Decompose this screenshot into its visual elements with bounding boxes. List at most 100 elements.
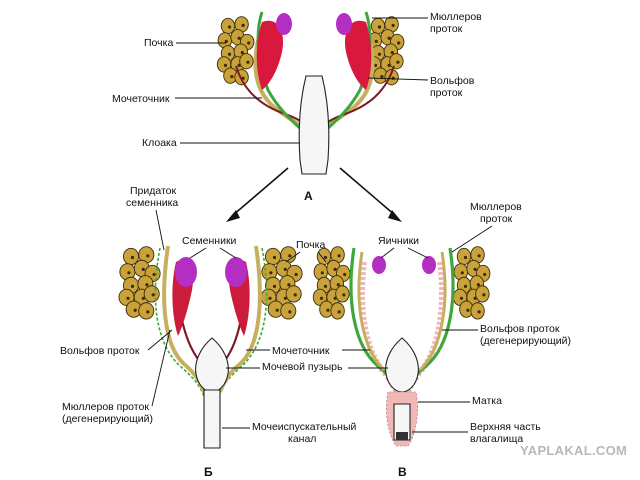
kidney-spot xyxy=(130,284,135,288)
label-epididymis-1: Придаток xyxy=(130,185,177,197)
kidney-spot xyxy=(396,60,400,64)
gonad-right-a xyxy=(344,20,372,90)
panel-label-b: Б xyxy=(204,465,213,479)
kidney-spot xyxy=(473,267,477,271)
kidney-spot xyxy=(387,36,391,40)
panel-a-diagram xyxy=(216,11,405,175)
label-cloaca: Клоака xyxy=(142,137,177,149)
label-wolffian-duct-top-2: проток xyxy=(430,87,463,99)
kidney-spot xyxy=(373,63,378,67)
kidney-left-c xyxy=(312,246,351,320)
testis-right-b xyxy=(225,257,247,287)
label-mullerian-duct-top-1: Мюллеров xyxy=(430,11,482,23)
panel-label-a: А xyxy=(304,189,313,203)
kidney-spot xyxy=(151,293,155,297)
kidney-spot xyxy=(320,271,324,275)
kidney-spot xyxy=(283,267,287,271)
label-wolffian-degen-1: Вольфов проток xyxy=(480,323,560,335)
kidney-spot xyxy=(463,255,468,260)
kidney-lobe xyxy=(239,53,254,70)
label-vagina-upper-2: влагалища xyxy=(470,433,523,445)
kidney-spot xyxy=(477,310,481,314)
label-kidney-mid: Почка xyxy=(296,239,325,251)
label-mullerian-degen-1: Мюллеров проток xyxy=(62,401,149,413)
kidney-spot xyxy=(391,23,395,27)
kidney-spot xyxy=(230,75,234,79)
kidney-spot xyxy=(127,271,131,275)
label-ureter-mid: Мочеточник xyxy=(272,345,330,357)
label-wolffian-duct-top-1: Вольфов xyxy=(430,75,475,87)
cloaca-a xyxy=(298,75,330,175)
arrows xyxy=(226,167,402,222)
label-testes: Семенники xyxy=(182,235,237,247)
kidney-spot xyxy=(269,271,273,275)
kidney-spot xyxy=(482,293,486,297)
kidney-spot xyxy=(323,284,328,288)
label-kidney-top: Почка xyxy=(144,37,173,49)
watermark: YAPLAKAL.COM xyxy=(520,443,627,458)
kidney-lobe xyxy=(470,302,485,320)
label-mullerian-degen-2: (дегенерирующий) xyxy=(62,413,153,425)
label-mullerian-duct-top-2: проток xyxy=(430,23,463,35)
label-epididymis-2: семенника xyxy=(126,197,178,209)
mullerian-duct-right-a xyxy=(322,11,372,134)
kidney-lobe xyxy=(285,285,302,303)
kidney-spot xyxy=(141,267,145,271)
kidney-spot xyxy=(326,308,330,312)
kidney-spot xyxy=(283,296,287,300)
kidney-spot xyxy=(293,293,297,297)
kidney-spot xyxy=(241,23,245,27)
wolffian-duct-right-a xyxy=(322,39,375,130)
kidney-spot xyxy=(477,254,481,258)
vagina-opening-c xyxy=(396,432,408,440)
kidney-spot xyxy=(288,310,292,314)
panel-c-diagram xyxy=(312,246,491,447)
kidney-spot xyxy=(343,272,347,277)
kidney-spot xyxy=(342,293,346,297)
panel-label-c: В xyxy=(398,465,407,479)
kidney-spot xyxy=(223,63,228,67)
kidney-left-b xyxy=(118,246,161,320)
label-wolffian-degen-2: (дегенерирующий) xyxy=(480,335,571,347)
kidney-spot xyxy=(333,267,337,271)
kidney-spot xyxy=(237,36,241,40)
kidney-spot xyxy=(146,254,150,258)
kidney-spot xyxy=(337,254,341,258)
bladder-b xyxy=(195,337,229,393)
kidney-right-a xyxy=(366,16,405,86)
kidney-spot xyxy=(287,283,291,287)
kidney-right-c xyxy=(452,246,491,320)
kidney-spot xyxy=(294,272,298,277)
kidney-spot xyxy=(466,308,470,312)
kidney-lobe xyxy=(138,302,155,320)
kidney-spot xyxy=(459,296,464,300)
kidney-spot xyxy=(272,284,277,288)
kidney-spot xyxy=(336,283,340,287)
label-wolffian-duct-left: Вольфов проток xyxy=(60,345,140,357)
kidney-spot xyxy=(126,296,130,300)
kidney-spot xyxy=(146,310,150,314)
kidney-spot xyxy=(133,308,137,312)
kidney-spot xyxy=(152,272,156,277)
kidney-spot xyxy=(380,75,384,79)
kidney-right-b xyxy=(260,246,303,320)
kidney-lobe xyxy=(335,285,350,303)
label-mullerian-duct-right-1: Мюллеров xyxy=(470,201,522,213)
kidney-spot xyxy=(377,52,382,56)
kidney-lobe xyxy=(475,285,490,303)
kidney-lobe xyxy=(143,285,160,303)
label-ovaries: Яичники xyxy=(378,235,419,247)
kidney-spot xyxy=(141,296,145,300)
kidney-spot xyxy=(377,25,382,29)
kidney-spot xyxy=(460,271,464,275)
kidney-spot xyxy=(337,310,341,314)
wolffian-duct-left-a xyxy=(253,39,306,130)
kidney-spot xyxy=(268,296,272,300)
label-urethra-1: Мочеиспускательный xyxy=(252,421,357,433)
kidney-spot xyxy=(483,272,487,277)
kidney-spot xyxy=(390,51,394,55)
kidney-spot xyxy=(272,255,277,260)
kidney-lobe xyxy=(389,53,404,70)
kidney-spot xyxy=(476,283,480,287)
